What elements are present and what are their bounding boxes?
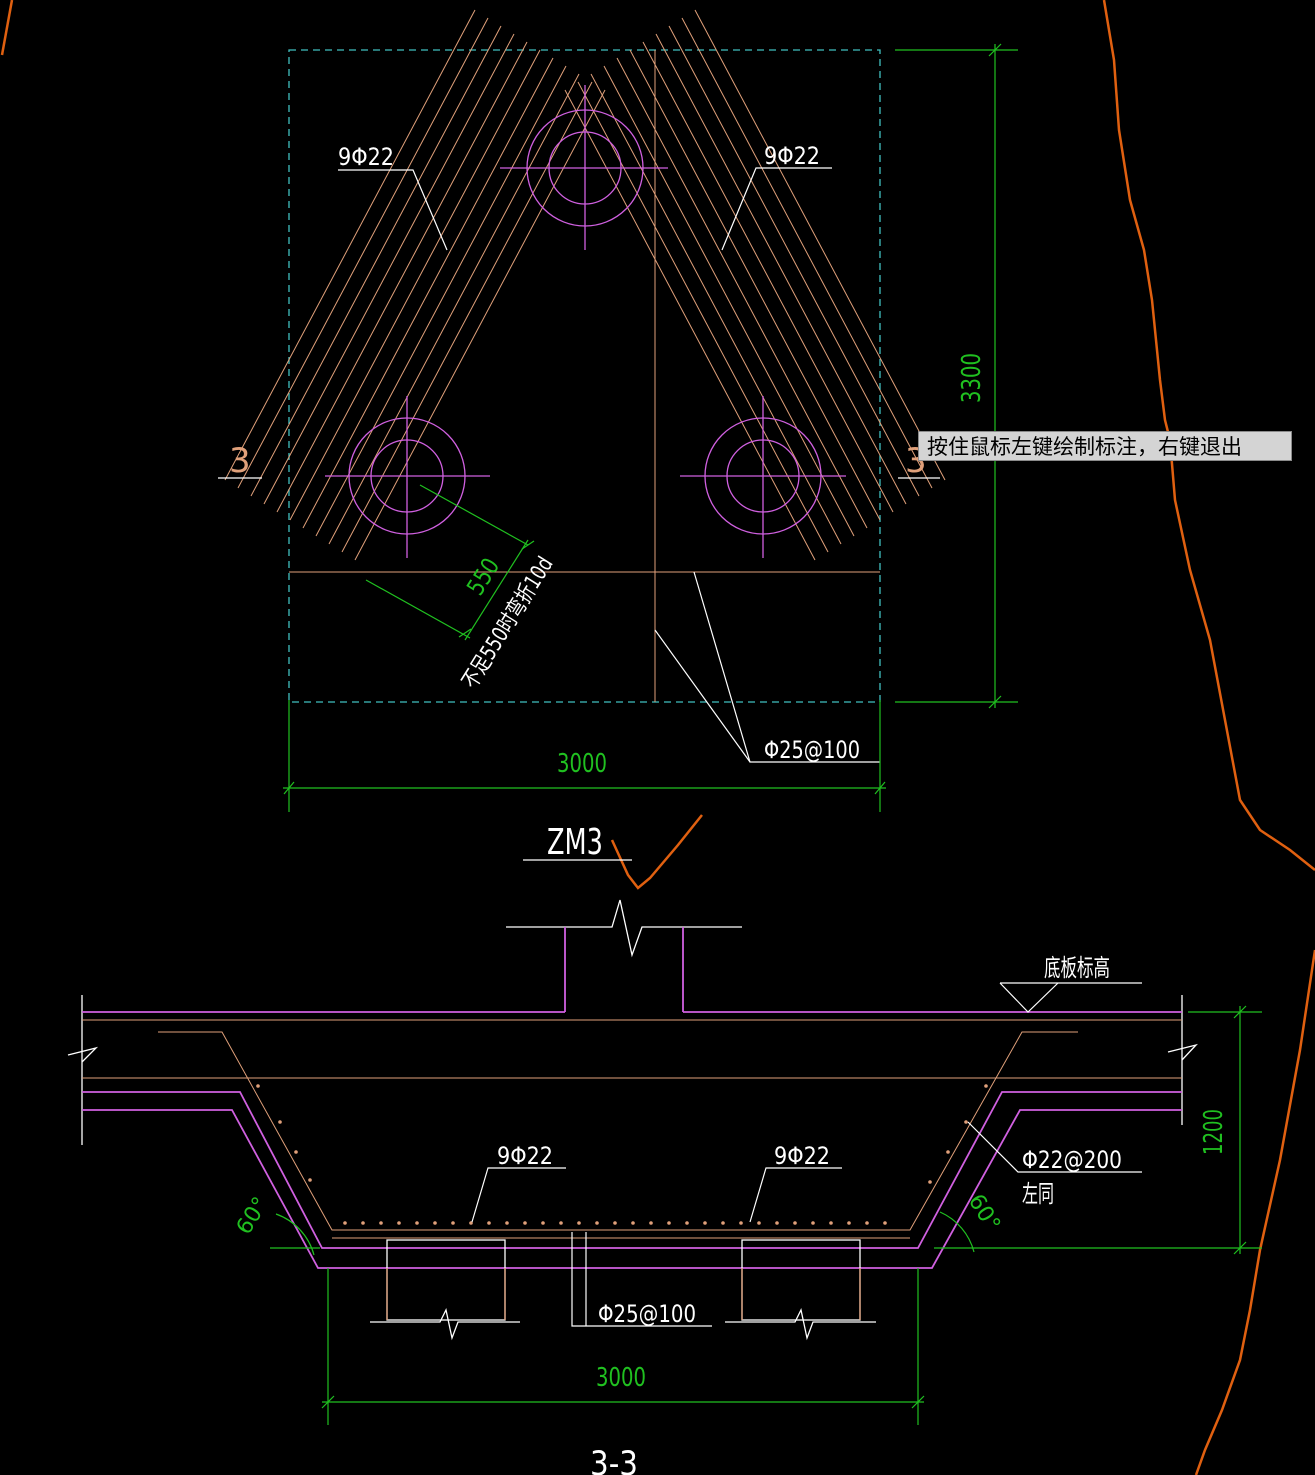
rebar-dot — [577, 1221, 581, 1225]
rebar-dot — [775, 1221, 779, 1225]
rebar-line — [590, 73, 842, 545]
plan-view: 9Φ22 9Φ22 3 3 3000 3300 550 不足550时弯折10d … — [218, 9, 1018, 863]
rebar-dot — [631, 1221, 635, 1225]
rebar-dot — [946, 1150, 950, 1154]
plan-bottom-rebar-label: Φ25@100 — [764, 736, 860, 764]
pile-right — [680, 396, 846, 558]
rebar-dot — [361, 1221, 365, 1225]
plan-width-dimension: 3000 — [557, 749, 607, 779]
rebar-dot — [829, 1221, 833, 1225]
rebar-dot — [739, 1221, 743, 1225]
pile-left — [325, 396, 490, 558]
section-width-dimension: 3000 — [596, 1363, 646, 1393]
rebar-dot — [541, 1221, 545, 1225]
rebar-dot — [811, 1221, 815, 1225]
rebar-line — [289, 49, 541, 521]
pile-top — [500, 85, 668, 250]
rebar-line — [328, 73, 580, 545]
rebar-line — [263, 33, 515, 505]
section-depth-dimension: 1200 — [1199, 1109, 1229, 1155]
plan-centerlines — [289, 50, 880, 702]
rebar-dot — [667, 1221, 671, 1225]
label-right-rebar: 9Φ22 — [764, 142, 820, 170]
rebar-dot — [613, 1221, 617, 1225]
rebar-dot — [703, 1221, 707, 1225]
rebar-dot — [469, 1221, 473, 1225]
side-rebar-label: Φ22@200 — [1022, 1146, 1122, 1174]
elevation-label: 底板标高 — [1044, 954, 1110, 982]
rebar-dot — [559, 1221, 563, 1225]
rebar-line — [237, 17, 489, 489]
section-title: 3-3 — [590, 1444, 638, 1475]
section-rebar-left-label: 9Φ22 — [497, 1142, 553, 1170]
angle-right-label: 60° — [963, 1190, 1005, 1236]
angle-left-label: 60° — [232, 1193, 274, 1239]
rebar-line — [302, 57, 554, 529]
cap-boundary — [288, 49, 881, 703]
slab-outline — [67, 995, 1198, 1269]
section-dimensions — [270, 1005, 1262, 1425]
rebar-dot — [649, 1221, 653, 1225]
rebar-line — [250, 25, 502, 497]
rebar-line — [603, 65, 855, 537]
rebar-dot — [505, 1221, 509, 1225]
rebar-line — [655, 33, 907, 505]
rebar-dot — [847, 1221, 851, 1225]
rebar-dot — [721, 1221, 725, 1225]
section-piles — [370, 1239, 876, 1341]
label-left-rebar: 9Φ22 — [338, 143, 394, 171]
rebar-line — [668, 25, 920, 497]
rebar-dot — [379, 1221, 383, 1225]
rebar-dot — [433, 1221, 437, 1225]
rebar-dot — [984, 1084, 988, 1088]
rebar-dot — [397, 1221, 401, 1225]
rebar-line — [224, 9, 476, 481]
rebar-line — [276, 41, 528, 513]
rebar-line — [642, 41, 894, 513]
rebar-dot — [793, 1221, 797, 1225]
rebar-dot — [451, 1221, 455, 1225]
rebar-dot — [343, 1221, 347, 1225]
rebar-line — [315, 65, 567, 537]
plan-title: ZM3 — [547, 822, 603, 863]
elevation-marker — [999, 982, 1142, 1013]
command-tooltip: 按住鼠标左键绘制标注，右键退出 — [918, 431, 1292, 461]
column-stub — [506, 899, 742, 1012]
plan-leaders — [218, 167, 940, 861]
plan-height-dimension: 3300 — [957, 353, 987, 403]
rebar-line — [629, 49, 881, 521]
rebar-dot — [964, 1120, 968, 1124]
anchor-dimension: 550 — [461, 553, 505, 600]
plan-dimensions — [283, 43, 1018, 812]
rebar-dot — [278, 1120, 282, 1124]
rebar-dot — [487, 1221, 491, 1225]
rebar-dot — [883, 1221, 887, 1225]
rebar-dot — [294, 1150, 298, 1154]
rebar-dot — [523, 1221, 527, 1225]
rebar-dot — [256, 1084, 260, 1088]
rebar-dot — [415, 1221, 419, 1225]
rebar-line — [694, 9, 946, 481]
side-rebar-note: 左同 — [1022, 1180, 1054, 1208]
rebar-dot — [308, 1178, 312, 1182]
rebar-dot — [928, 1180, 932, 1184]
rebar-dot — [685, 1221, 689, 1225]
section-rebar-right-label: 9Φ22 — [774, 1142, 830, 1170]
section-view: 底板标高 9Φ22 9Φ22 Φ22@200 左同 60° 60° 1200 Φ… — [67, 899, 1262, 1475]
section-leaders — [471, 1121, 1142, 1327]
rebar-dot — [865, 1221, 869, 1225]
rebar-line — [616, 57, 868, 529]
section-mark-left: 3 — [229, 441, 251, 481]
rebar-dot — [757, 1221, 761, 1225]
rebar-dot — [595, 1221, 599, 1225]
rebar-line — [681, 17, 933, 489]
rebar-dots — [256, 1084, 988, 1225]
section-bottom-rebar-label: Φ25@100 — [598, 1300, 696, 1328]
